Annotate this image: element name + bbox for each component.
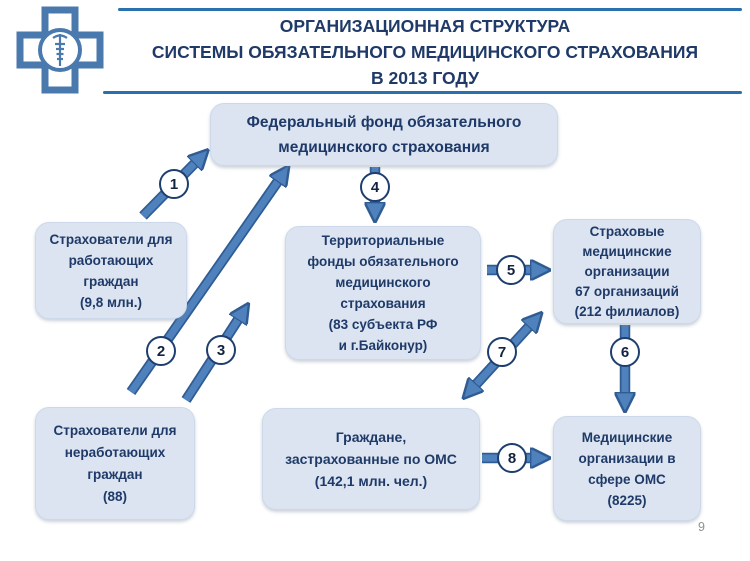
node-federal-fund: Федеральный фонд обязательного медицинск… (210, 103, 558, 166)
page-title: ОРГАНИЗАЦИОННАЯ СТРУКТУРА СИСТЕМЫ ОБЯЗАТ… (105, 13, 745, 91)
step-marker-3: 3 (206, 335, 236, 365)
step-marker-5: 5 (496, 255, 526, 285)
step-marker-4: 4 (360, 172, 390, 202)
node-territorial-funds: Территориальные фонды обязательного меди… (285, 226, 481, 360)
medical-cross-caduceus-icon (16, 6, 104, 94)
step-marker-2: 2 (146, 336, 176, 366)
node-medical-organizations: Медицинские организации в сфере ОМС (822… (553, 416, 701, 521)
title-line-1: ОРГАНИЗАЦИОННАЯ СТРУКТУРА (279, 16, 571, 36)
node-insurers-nonworking-citizens: Страхователи для неработающих граждан (8… (35, 407, 195, 520)
title-bottom-rule (103, 91, 742, 94)
step-marker-7: 7 (487, 337, 517, 367)
title-top-rule (118, 8, 742, 11)
step-marker-6: 6 (610, 337, 640, 367)
page-number: 9 (698, 520, 705, 534)
title-line-2: СИСТЕМЫ ОБЯЗАТЕЛЬНОГО МЕДИЦИНСКОГО СТРАХ… (151, 42, 699, 62)
step-marker-1: 1 (159, 169, 189, 199)
node-insurance-medical-organizations: Страховые медицинские организации 67 орг… (553, 219, 701, 324)
step-marker-8: 8 (497, 443, 527, 473)
node-insurers-working-citizens: Страхователи для работающих граждан (9,8… (35, 222, 187, 319)
node-insured-citizens: Граждане, застрахованные по ОМС (142,1 м… (262, 408, 480, 510)
title-line-3: В 2013 ГОДУ (371, 68, 479, 88)
